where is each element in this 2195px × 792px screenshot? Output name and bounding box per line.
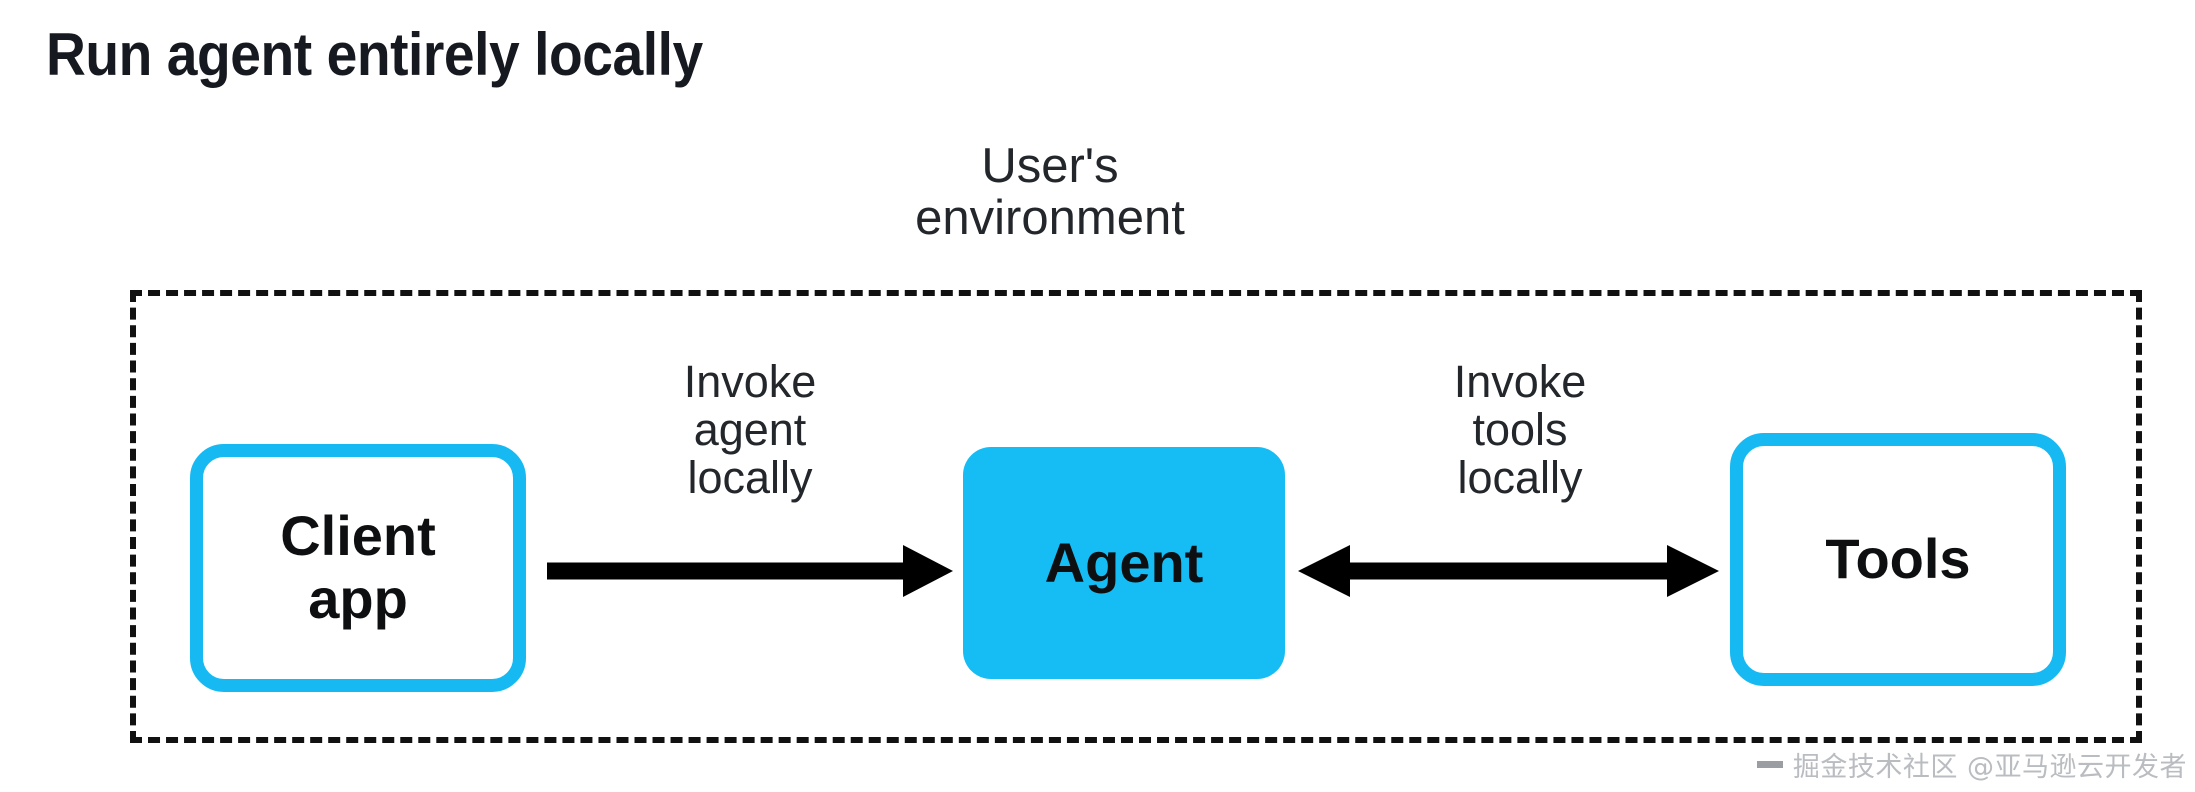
page-title: Run agent entirely locally [46, 21, 703, 88]
environment-boundary-label: User's environment [915, 139, 1185, 246]
node-client-app-label: Client app [280, 504, 436, 630]
watermark-text: 掘金技术社区 @亚马逊云开发者 [1792, 752, 2187, 783]
edge-label-agent-to-tools: Invoke tools locally [1453, 356, 1587, 504]
environment-boundary-box [130, 290, 2142, 743]
node-tools[interactable]: Tools [1730, 433, 2066, 686]
node-client-app[interactable]: Client app [190, 444, 526, 692]
arrow-agent-to-tools-bidirectional-icon [1298, 545, 1719, 597]
node-tools-label: Tools [1825, 527, 1971, 591]
arrow-client-to-agent-icon [547, 545, 953, 597]
edge-label-client-to-agent: Invoke agent locally [683, 356, 817, 504]
node-agent[interactable]: Agent [963, 447, 1285, 679]
node-agent-label: Agent [1044, 530, 1204, 594]
watermark-logo-icon [1756, 752, 1783, 778]
watermark: 掘金技术社区 @亚马逊云开发者 [1756, 745, 2187, 784]
